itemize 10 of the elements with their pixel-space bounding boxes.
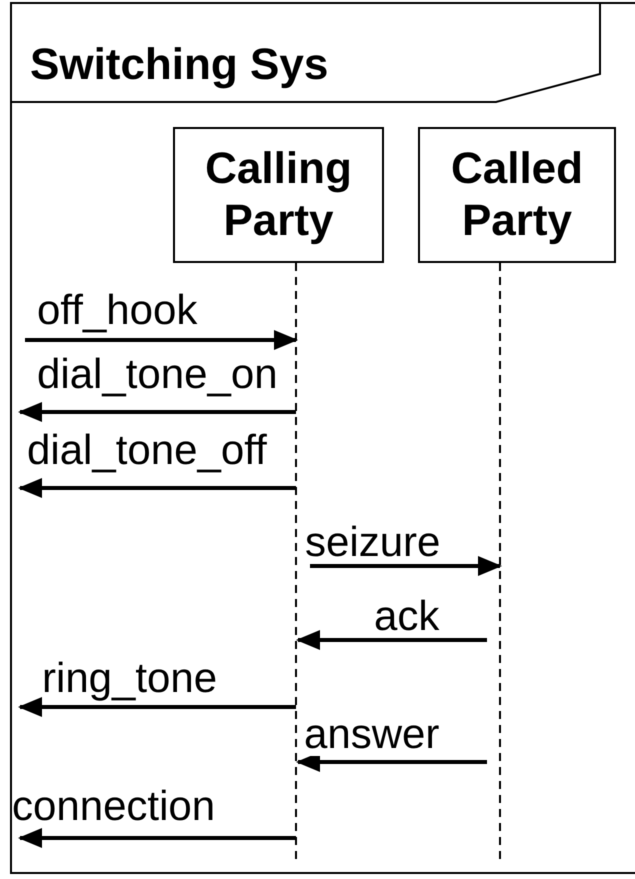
message-arrow [296, 630, 487, 650]
message-arrow [18, 828, 296, 848]
participant-box: Calling Party [173, 127, 384, 263]
participant-box: Called Party [418, 127, 616, 263]
message-arrow [18, 478, 296, 498]
message-arrow [310, 556, 502, 576]
message-arrow [18, 402, 296, 422]
message-arrow [25, 330, 298, 350]
message-arrow [18, 697, 296, 717]
frame-title: Switching Sys [30, 40, 328, 90]
